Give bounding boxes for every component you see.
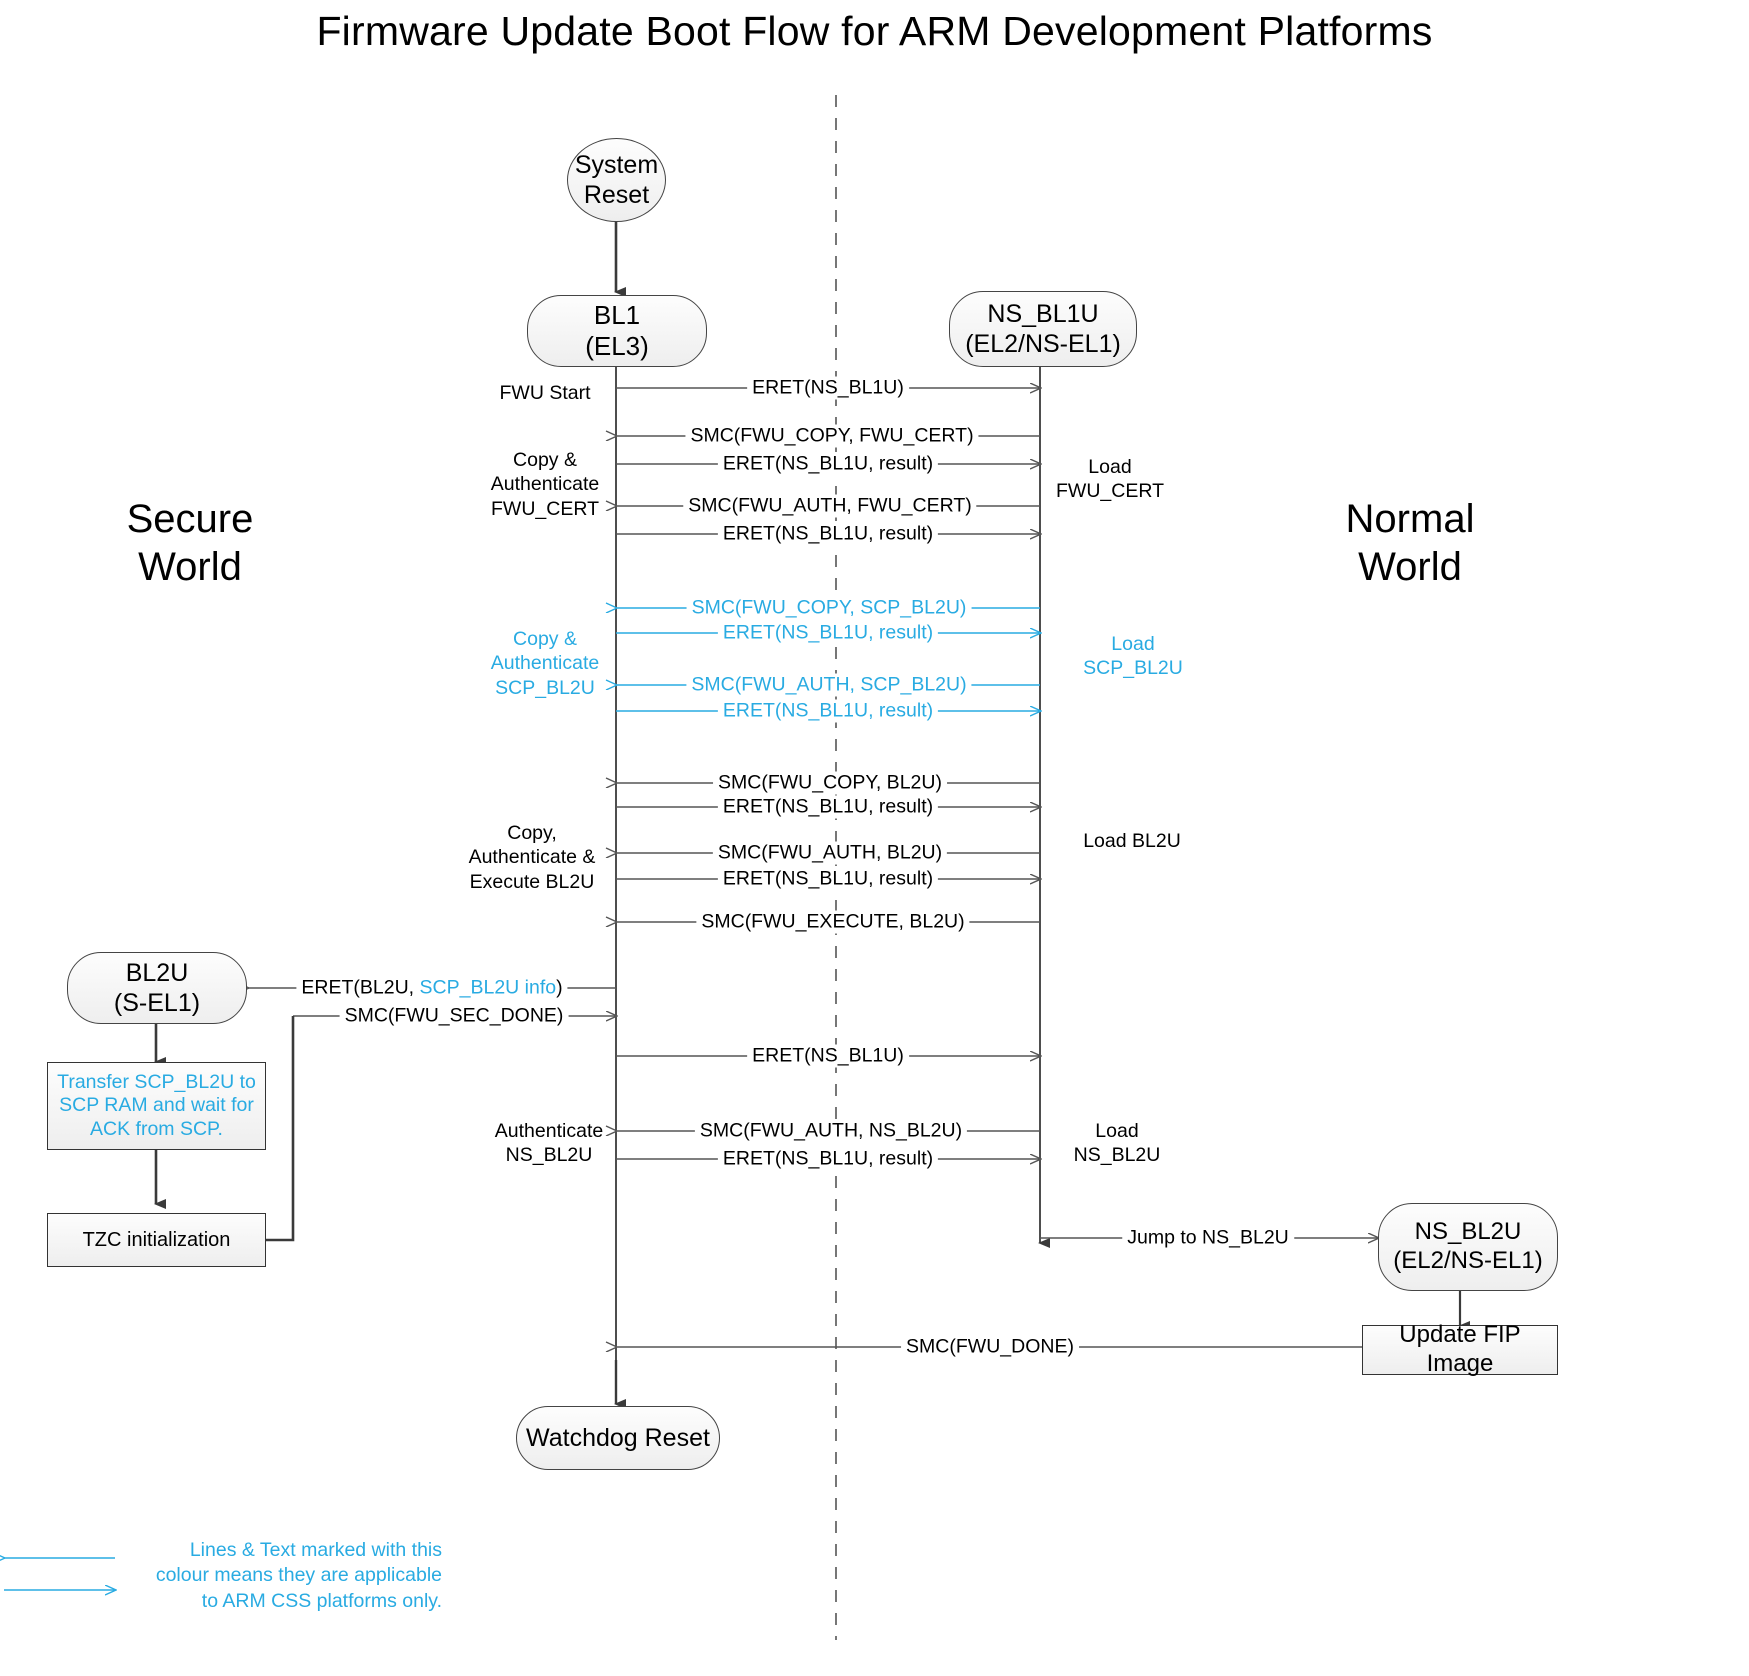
label-copy-auth-fwu-cert-line1: Copy & bbox=[513, 449, 577, 471]
node-transfer-scp-line2: SCP RAM and wait for bbox=[59, 1094, 254, 1117]
label-load-fwu-cert: Load FWU_CERT bbox=[1056, 455, 1164, 504]
label-load-scp-bl2u: Load SCP_BL2U bbox=[1083, 632, 1183, 681]
label-load-bl2u: Load BL2U bbox=[1083, 829, 1181, 853]
label-copy-auth-fwu-cert: Copy & Authenticate FWU_CERT bbox=[491, 448, 599, 521]
node-system-reset-line2: Reset bbox=[583, 181, 650, 209]
node-bl2u-line2: (S-EL1) bbox=[113, 989, 201, 1017]
message-smc-fwu-auth-cert: SMC(FWU_AUTH, FWU_CERT) bbox=[683, 494, 977, 518]
message-smc-fwu-copy-bl2u: SMC(FWU_COPY, BL2U) bbox=[713, 771, 947, 795]
label-authenticate-ns-bl2u: Authenticate NS_BL2U bbox=[495, 1119, 603, 1168]
label-authenticate-ns-bl2u-line2: NS_BL2U bbox=[505, 1144, 593, 1167]
secure-world-line1: Secure bbox=[126, 497, 254, 541]
label-copy-auth-fwu-cert-line3: FWU_CERT bbox=[491, 497, 599, 520]
legend-line1: Lines & Text marked with this bbox=[189, 1539, 442, 1561]
legend-line2: colour means they are applicable bbox=[155, 1564, 442, 1587]
node-tzc-initialization[interactable]: TZC initialization bbox=[47, 1213, 266, 1267]
message-smc-fwu-auth-scp: SMC(FWU_AUTH, SCP_BL2U) bbox=[686, 673, 972, 697]
secure-world-line2: World bbox=[138, 545, 242, 589]
label-fwu-start-line1: FWU Start bbox=[499, 382, 591, 404]
node-ns-bl2u-line2: (EL2/NS-EL1) bbox=[1393, 1247, 1543, 1274]
node-bl2u-line1: BL2U bbox=[125, 959, 189, 987]
message-eret-result-5: ERET(NS_BL1U, result) bbox=[717, 795, 939, 819]
secure-world-label: Secure World bbox=[60, 495, 320, 591]
node-system-reset[interactable]: System Reset bbox=[567, 138, 666, 222]
normal-world-line2: World bbox=[1358, 545, 1462, 589]
message-eret-ns-bl1u-1: ERET(NS_BL1U) bbox=[747, 376, 909, 400]
page-title: Firmware Update Boot Flow for ARM Develo… bbox=[316, 8, 1433, 54]
node-transfer-scp-line3: ACK from SCP. bbox=[90, 1117, 223, 1140]
node-update-fip-image[interactable]: Update FIP Image bbox=[1362, 1321, 1558, 1377]
node-ns-bl1u[interactable]: NS_BL1U (EL2/NS-EL1) bbox=[949, 291, 1137, 367]
label-load-fwu-cert-line2: FWU_CERT bbox=[1056, 480, 1164, 503]
node-ns-bl1u-line1: NS_BL1U bbox=[987, 300, 1099, 328]
node-transfer-scp-bl2u[interactable]: Transfer SCP_BL2U to SCP RAM and wait fo… bbox=[47, 1062, 266, 1150]
legend-line3: to ARM CSS platforms only. bbox=[201, 1589, 442, 1612]
label-load-ns-bl2u-line2: NS_BL2U bbox=[1073, 1144, 1161, 1167]
message-smc-fwu-copy-cert: SMC(FWU_COPY, FWU_CERT) bbox=[685, 424, 979, 448]
node-bl1[interactable]: BL1 (EL3) bbox=[527, 295, 707, 367]
message-eret-bl2u-prefix: ERET(BL2U, bbox=[301, 976, 420, 999]
node-transfer-scp-line1: Transfer SCP_BL2U to bbox=[57, 1070, 256, 1093]
message-smc-fwu-copy-scp: SMC(FWU_COPY, SCP_BL2U) bbox=[686, 596, 972, 620]
message-eret-result-3: ERET(NS_BL1U, result) bbox=[717, 621, 939, 645]
legend-note: Lines & Text marked with this colour mea… bbox=[150, 1538, 442, 1614]
normal-world-line1: Normal bbox=[1345, 497, 1475, 541]
label-copy-auth-scp-bl2u-line2: Authenticate bbox=[490, 652, 600, 675]
message-eret-bl2u-scp-info: ERET(BL2U, SCP_BL2U info) bbox=[296, 976, 568, 1000]
node-update-fip-label: Update FIP Image bbox=[1399, 1321, 1521, 1377]
node-ns-bl1u-line2: (EL2/NS-EL1) bbox=[965, 330, 1121, 358]
node-watchdog-reset[interactable]: Watchdog Reset bbox=[516, 1406, 720, 1470]
label-copy-auth-exec-bl2u: Copy, Authenticate & Execute BL2U bbox=[469, 821, 596, 894]
node-bl1-line1: BL1 bbox=[593, 299, 641, 330]
label-copy-auth-scp-bl2u: Copy & Authenticate SCP_BL2U bbox=[491, 627, 599, 700]
message-eret-ns-bl1u-2: ERET(NS_BL1U) bbox=[747, 1044, 909, 1068]
node-tzc-label: TZC initialization bbox=[82, 1229, 231, 1251]
label-fwu-start: FWU Start bbox=[500, 381, 591, 405]
label-load-ns-bl2u: Load NS_BL2U bbox=[1074, 1119, 1161, 1168]
message-jump-to-ns-bl2u: Jump to NS_BL2U bbox=[1122, 1226, 1294, 1250]
message-smc-fwu-auth-bl2u: SMC(FWU_AUTH, BL2U) bbox=[712, 841, 948, 865]
message-smc-fwu-execute-bl2u: SMC(FWU_EXECUTE, BL2U) bbox=[696, 910, 970, 934]
node-bl2u[interactable]: BL2U (S-EL1) bbox=[67, 952, 247, 1024]
label-load-bl2u-line1: Load BL2U bbox=[1083, 830, 1181, 852]
message-smc-fwu-done: SMC(FWU_DONE) bbox=[901, 1335, 1079, 1359]
label-load-scp-bl2u-line1: Load bbox=[1111, 633, 1155, 655]
message-eret-result-2: ERET(NS_BL1U, result) bbox=[717, 522, 939, 546]
node-ns-bl2u-line1: NS_BL2U bbox=[1414, 1218, 1522, 1246]
message-eret-result-4: ERET(NS_BL1U, result) bbox=[717, 699, 939, 723]
message-eret-result-7: ERET(NS_BL1U, result) bbox=[717, 1147, 939, 1171]
label-copy-auth-exec-bl2u-line1: Copy, bbox=[507, 822, 557, 844]
label-copy-auth-scp-bl2u-line3: SCP_BL2U bbox=[495, 676, 595, 699]
label-copy-auth-scp-bl2u-line1: Copy & bbox=[513, 628, 577, 650]
node-bl1-line2: (EL3) bbox=[585, 331, 649, 361]
label-copy-auth-fwu-cert-line2: Authenticate bbox=[490, 473, 600, 496]
message-eret-result-6: ERET(NS_BL1U, result) bbox=[717, 867, 939, 891]
label-authenticate-ns-bl2u-line1: Authenticate bbox=[494, 1120, 604, 1142]
message-smc-fwu-sec-done: SMC(FWU_SEC_DONE) bbox=[339, 1004, 569, 1028]
message-eret-bl2u-accent: SCP_BL2U info bbox=[419, 976, 557, 999]
label-load-scp-bl2u-line2: SCP_BL2U bbox=[1083, 657, 1183, 680]
node-watchdog-reset-label: Watchdog Reset bbox=[526, 1424, 710, 1452]
message-eret-result-1: ERET(NS_BL1U, result) bbox=[717, 452, 939, 476]
message-eret-bl2u-suffix: ) bbox=[556, 976, 563, 999]
node-system-reset-line1: System bbox=[574, 151, 659, 179]
label-load-ns-bl2u-line1: Load bbox=[1095, 1120, 1139, 1142]
label-copy-auth-exec-bl2u-line2: Authenticate & bbox=[468, 846, 596, 869]
normal-world-label: Normal World bbox=[1280, 495, 1540, 591]
label-copy-auth-exec-bl2u-line3: Execute BL2U bbox=[469, 870, 595, 893]
node-ns-bl2u[interactable]: NS_BL2U (EL2/NS-EL1) bbox=[1378, 1203, 1558, 1291]
message-smc-fwu-auth-ns-bl2u: SMC(FWU_AUTH, NS_BL2U) bbox=[694, 1119, 968, 1143]
label-load-fwu-cert-line1: Load bbox=[1088, 456, 1132, 478]
